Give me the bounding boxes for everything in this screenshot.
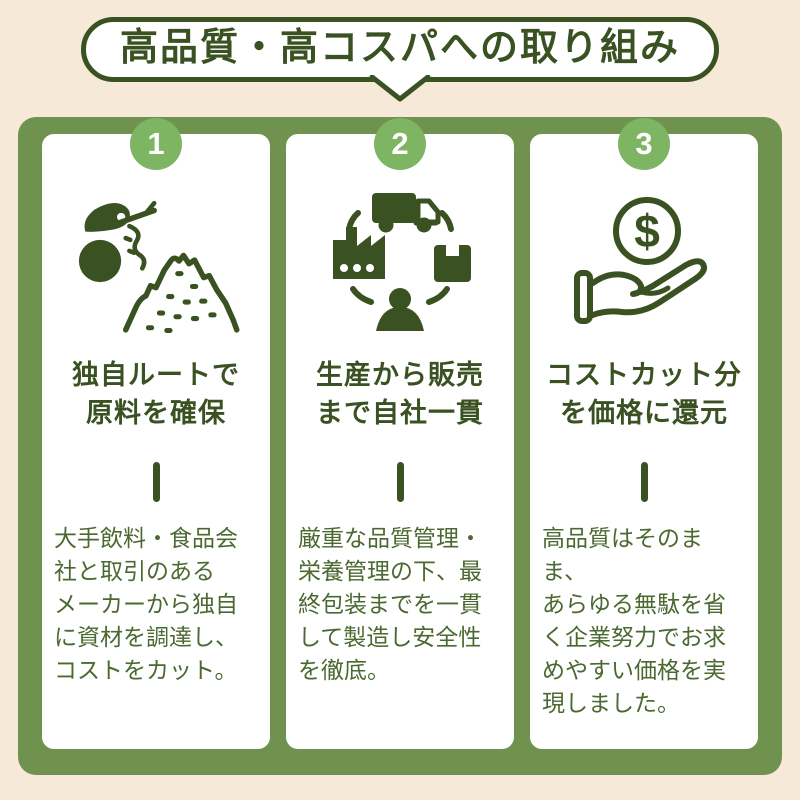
step-icon-wrap <box>296 182 504 340</box>
steps-panel: 1 <box>18 116 782 775</box>
step-icon-wrap: $ <box>540 182 748 340</box>
step-heading: 独自ルートで 原料を確保 <box>72 359 240 428</box>
page-title: 高品質・高コスパへの取り組み <box>80 17 719 82</box>
supply-chain-cycle-icon <box>333 193 471 332</box>
step-number-badge: 2 <box>374 117 426 170</box>
hand-coin-icon: $ <box>574 196 707 324</box>
heading-divider <box>152 461 160 502</box>
step-heading: 生産から販売 まで自社一貫 <box>316 359 484 428</box>
svg-text:$: $ <box>634 205 660 257</box>
step-number-badge: 1 <box>130 117 182 170</box>
title-banner: 高品質・高コスパへの取り組み <box>0 0 800 103</box>
step-description: 高品質はそのまま、 あらゆる無駄を省 く企業努力でお求 めやすい価格を実 現しま… <box>542 524 726 716</box>
step-icon-wrap <box>52 182 260 340</box>
step-card-2: 2 生産から販売 まで自社一貫 <box>286 117 514 749</box>
heading-divider <box>640 461 648 502</box>
banner-tail-icon <box>369 74 431 102</box>
step-heading: コストカット分 を価格に還元 <box>546 359 742 428</box>
raw-materials-icon <box>78 200 240 333</box>
step-description: 大手飲料・食品会 社と取引のある メーカーから独自 に資材を調達し、 コストをカ… <box>54 524 238 683</box>
step-card-3: 3 $ コストカット分 を価格に還元 高品質はそのまま、 あらゆる無駄を省 く企… <box>530 117 758 749</box>
step-description: 厳重な品質管理・ 栄養管理の下、最 終包装までを一貫 して製造し安全性 を徹底。 <box>298 524 482 683</box>
step-card-1: 1 <box>42 117 270 749</box>
step-number-badge: 3 <box>618 117 670 170</box>
heading-divider <box>396 461 404 502</box>
